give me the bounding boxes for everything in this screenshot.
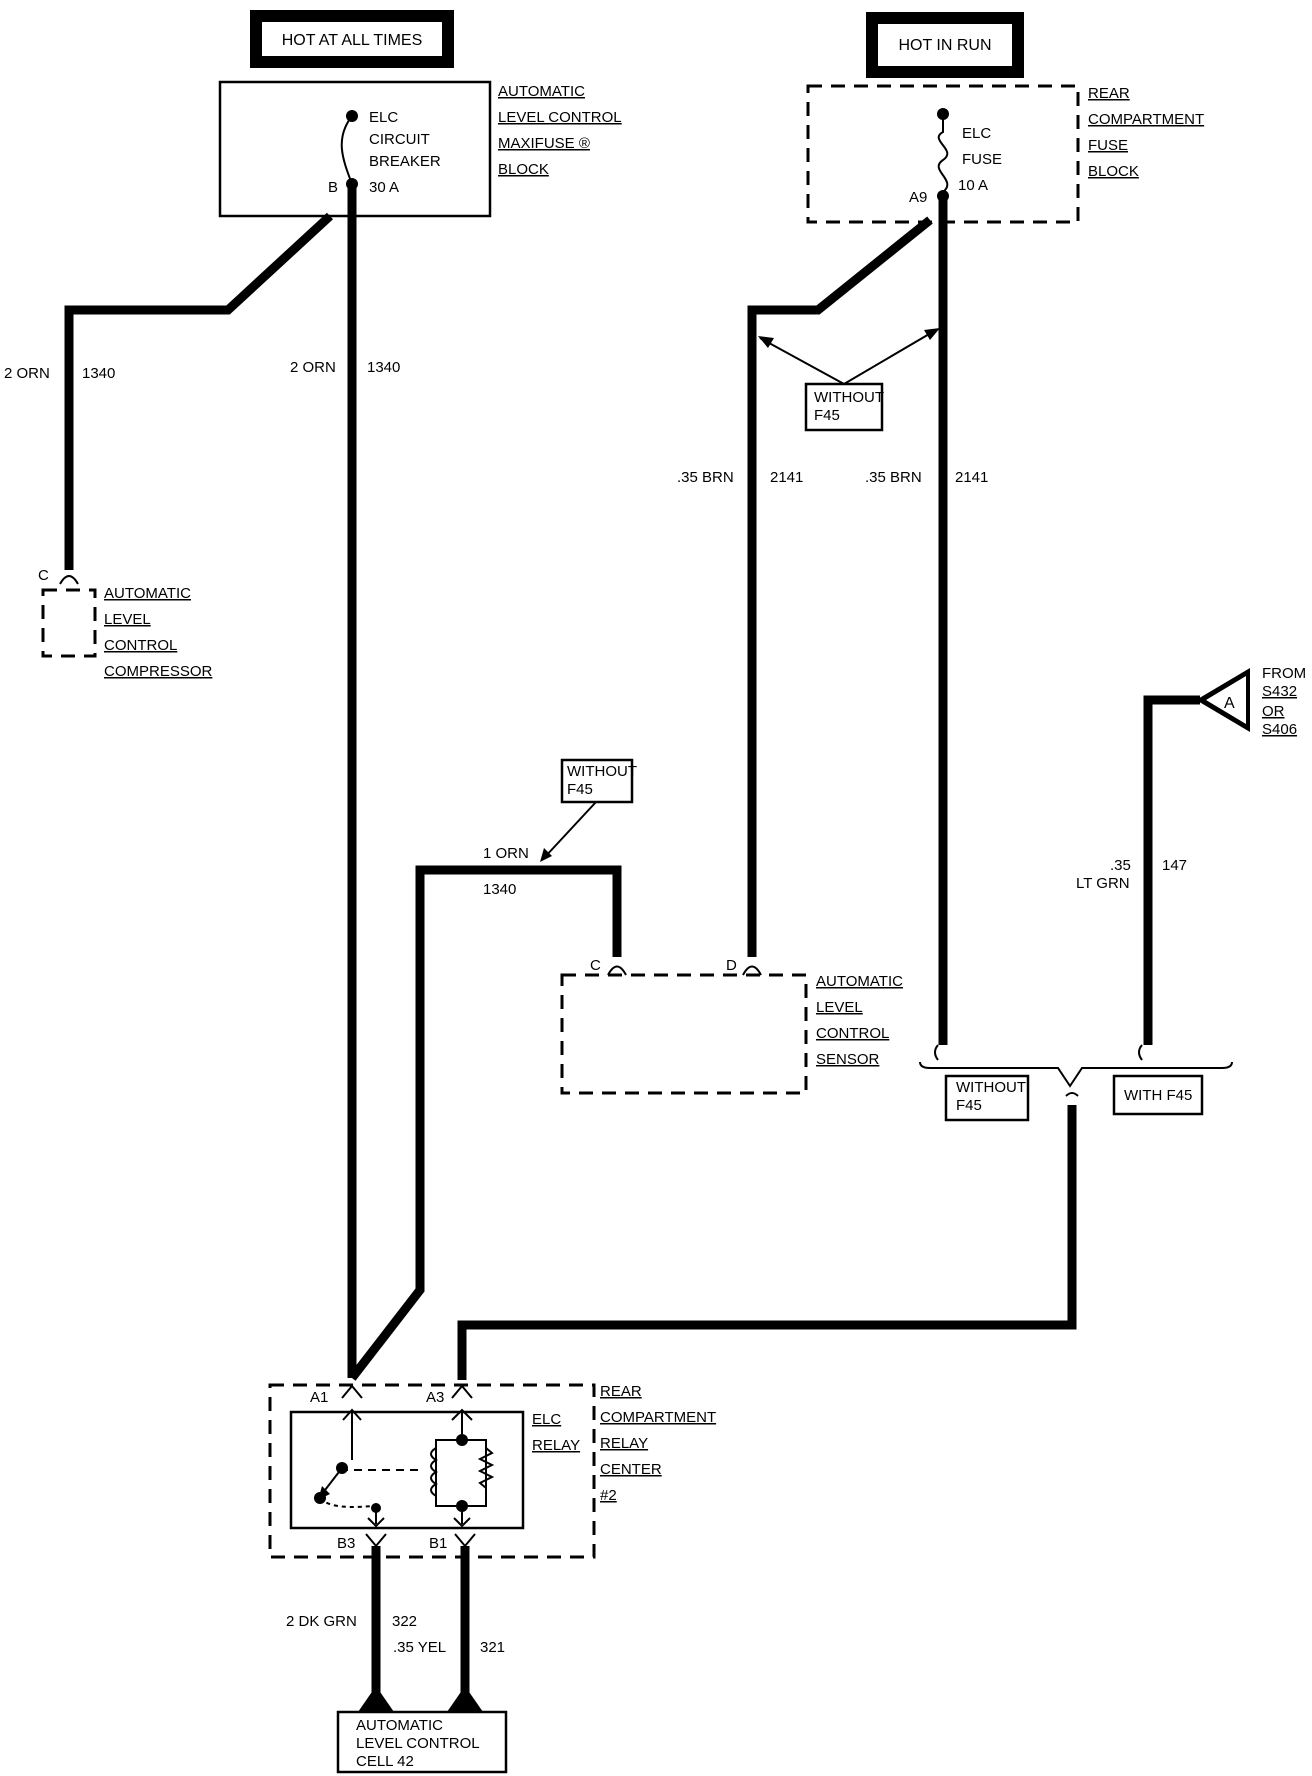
label-brn2-gauge: .35 BRN	[865, 469, 922, 486]
label-grn-gauge-2: LT GRN	[1076, 875, 1130, 892]
label-grn-circuit: 147	[1162, 857, 1187, 874]
wire-1340-sensor	[348, 865, 622, 1381]
fuse-block-name-2: COMPARTMENT	[1088, 111, 1204, 128]
svg-text:S406: S406	[1262, 721, 1297, 738]
compressor-pin: C	[38, 567, 49, 584]
level-control-cell: AUTOMATIC LEVEL CONTROL CELL 42	[336, 1686, 508, 1774]
label-orn1-circuit: 1340	[483, 881, 516, 898]
svg-text:OR: OR	[1262, 703, 1285, 720]
svg-text:ELC: ELC	[532, 1411, 561, 1428]
svg-text:A: A	[1224, 695, 1235, 712]
svg-text:#2: #2	[600, 1487, 617, 1504]
rear-fuse-block: ELC FUSE 10 A A9 REAR COMPARTMENT FUSE B…	[806, 84, 1204, 224]
fuse-pin: A9	[909, 189, 927, 206]
relay-center: A1 A3 B3 B1 ELC RELAY REAR COMPARTMENT R…	[268, 1383, 716, 1559]
wire-2141-sensor	[747, 216, 933, 957]
svg-text:LEVEL CONTROL: LEVEL CONTROL	[356, 1735, 480, 1752]
breaker-line-2: CIRCUIT	[369, 131, 430, 148]
svg-text:LEVEL: LEVEL	[104, 611, 151, 628]
fuse-line-2: FUSE	[962, 151, 1002, 168]
svg-text:F45: F45	[814, 407, 840, 424]
svg-text:LEVEL: LEVEL	[816, 999, 863, 1016]
svg-text:CELL 42: CELL 42	[356, 1753, 414, 1770]
svg-text:AUTOMATIC: AUTOMATIC	[356, 1717, 443, 1734]
svg-text:AUTOMATIC: AUTOMATIC	[104, 585, 191, 602]
breaker-rating: 30 A	[369, 179, 399, 196]
relay-pin-b1: B1	[429, 1535, 447, 1552]
maxifuse-name-2: LEVEL CONTROL	[498, 109, 622, 126]
svg-text:F45: F45	[956, 1097, 982, 1114]
label-yel-circuit: 321	[480, 1639, 505, 1656]
svg-text:WITH F45: WITH F45	[1124, 1087, 1192, 1104]
label-center-circuit: 1340	[367, 359, 400, 376]
label-center-gauge: 2 ORN	[290, 359, 336, 376]
label-yel-gauge: .35 YEL	[393, 1639, 446, 1656]
wire-option-relay	[457, 1105, 1077, 1380]
maxifuse-name-1: AUTOMATIC	[498, 83, 585, 100]
maxifuse-block: ELC CIRCUIT BREAKER 30 A B AUTOMATIC LEV…	[218, 80, 622, 218]
fuse-rating: 10 A	[958, 177, 988, 194]
wires	[64, 184, 1200, 1736]
wire-1340-compressor	[64, 212, 334, 570]
compressor: C AUTOMATIC LEVEL CONTROL COMPRESSOR	[38, 567, 213, 680]
label-orn1-gauge: 1 ORN	[483, 845, 529, 862]
svg-text:COMPARTMENT: COMPARTMENT	[600, 1409, 716, 1426]
relay-pin-b3: B3	[337, 1535, 355, 1552]
svg-text:WITHOUT: WITHOUT	[956, 1079, 1026, 1096]
label-brn2-circuit: 2141	[955, 469, 988, 486]
without-f45-mid: WITHOUT F45	[540, 758, 637, 862]
svg-text:SENSOR: SENSOR	[816, 1051, 880, 1068]
breaker-pin: B	[328, 179, 338, 196]
wire-147	[1143, 695, 1200, 1045]
fuse-block-name-1: REAR	[1088, 85, 1130, 102]
svg-text:HOT IN RUN: HOT IN RUN	[898, 37, 991, 54]
sensor-pin-d: D	[726, 957, 737, 974]
without-f45-top: WITHOUT F45	[758, 328, 940, 432]
relay-pin-a3: A3	[426, 1389, 444, 1406]
fuse-block-name-4: BLOCK	[1088, 163, 1139, 180]
option-brace: WITHOUT F45 WITH F45	[919, 1044, 1233, 1122]
connector-a: A FROM S432 OR S406	[1196, 665, 1306, 738]
fuse-line-1: ELC	[962, 125, 991, 142]
maxifuse-name-3: MAXIFUSE ®	[498, 135, 590, 152]
svg-text:WITHOUT: WITHOUT	[567, 763, 637, 780]
hot-at-all-times-label: HOT AT ALL TIMES	[250, 10, 454, 68]
svg-text:RELAY: RELAY	[532, 1437, 580, 1454]
label-brn1-circuit: 2141	[770, 469, 803, 486]
svg-text:CONTROL: CONTROL	[816, 1025, 889, 1042]
svg-text:RELAY: RELAY	[600, 1435, 648, 1452]
label-dkgrn-circuit: 322	[392, 1613, 417, 1630]
label-brn1-gauge: .35 BRN	[677, 469, 734, 486]
label-dkgrn-gauge: 2 DK GRN	[286, 1613, 357, 1630]
svg-text:CONTROL: CONTROL	[104, 637, 177, 654]
svg-text:F45: F45	[567, 781, 593, 798]
svg-text:S432: S432	[1262, 683, 1297, 700]
svg-text:COMPRESSOR: COMPRESSOR	[104, 663, 213, 680]
svg-text:AUTOMATIC: AUTOMATIC	[816, 973, 903, 990]
label-left-gauge: 2 ORN	[4, 365, 50, 382]
sensor: C D AUTOMATIC LEVEL CONTROL SENSOR	[560, 957, 903, 1095]
sensor-pin-c: C	[590, 957, 601, 974]
label-left-circuit: 1340	[82, 365, 115, 382]
svg-text:WITHOUT: WITHOUT	[814, 389, 884, 406]
svg-text:FROM: FROM	[1262, 665, 1306, 682]
svg-text:REAR: REAR	[600, 1383, 642, 1400]
fuse-block-name-3: FUSE	[1088, 137, 1128, 154]
breaker-line-1: ELC	[369, 109, 398, 126]
svg-text:HOT AT ALL TIMES: HOT AT ALL TIMES	[282, 32, 423, 49]
relay-pin-a1: A1	[310, 1389, 328, 1406]
hot-in-run-label: HOT IN RUN	[866, 12, 1024, 78]
maxifuse-name-4: BLOCK	[498, 161, 549, 178]
svg-text:CENTER: CENTER	[600, 1461, 662, 1478]
breaker-line-3: BREAKER	[369, 153, 441, 170]
wire-labels: 2 ORN 1340 2 ORN 1340 .35 BRN 2141 .35 B…	[4, 359, 1187, 1656]
label-grn-gauge-1: .35	[1110, 857, 1131, 874]
